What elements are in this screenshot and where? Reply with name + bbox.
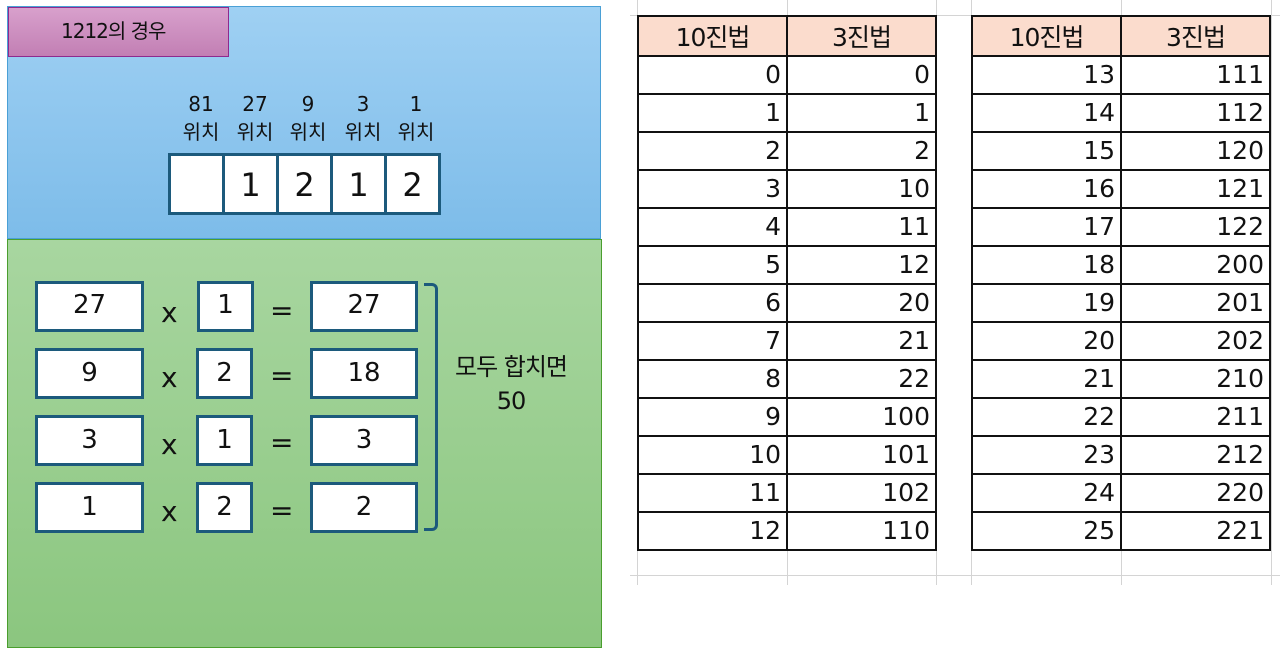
column-header-ternary: 3진법	[786, 15, 937, 57]
sum-label: 모두 합치면	[454, 353, 568, 381]
digit-cell: 2	[387, 156, 438, 212]
column-header-ternary: 3진법	[1120, 15, 1271, 57]
multiply-sign: x	[161, 296, 178, 329]
digit-box: 1	[196, 415, 253, 466]
sum-bracket	[424, 283, 438, 531]
multiply-sign: x	[161, 361, 178, 394]
weight-box: 3	[35, 415, 144, 466]
digit-cell: 1	[225, 156, 276, 212]
table-header-row: 10진법 3진법	[637, 15, 937, 57]
result-box: 27	[310, 281, 418, 332]
equals-sign: =	[270, 359, 294, 392]
multiply-sign: x	[161, 428, 178, 461]
result-box: 2	[310, 482, 418, 533]
digit-box: 2	[196, 348, 253, 399]
ternary-digit-row: 1 2 1 2	[168, 153, 441, 215]
table-header-row: 10진법 3진법	[971, 15, 1271, 57]
result-box: 3	[310, 415, 418, 466]
column-header-decimal: 10진법	[637, 15, 788, 57]
weight-box: 9	[35, 348, 144, 399]
diagram-title: 1212의 경우	[8, 7, 229, 57]
equals-sign: =	[270, 426, 294, 459]
digit-cell	[171, 156, 222, 212]
digit-cell: 1	[333, 156, 384, 212]
multiply-sign: x	[161, 495, 178, 528]
column-header-decimal: 10진법	[971, 15, 1122, 57]
digit-box: 2	[196, 482, 253, 533]
sum-value: 50	[496, 387, 527, 415]
result-box: 18	[310, 348, 418, 399]
equals-sign: =	[270, 494, 294, 527]
digit-cell: 2	[279, 156, 330, 212]
equals-sign: =	[270, 294, 294, 327]
weight-box: 27	[35, 281, 144, 332]
weight-box: 1	[35, 482, 144, 533]
digit-box: 1	[197, 281, 254, 332]
sum-annotation: 모두 합치면 50	[440, 350, 582, 418]
